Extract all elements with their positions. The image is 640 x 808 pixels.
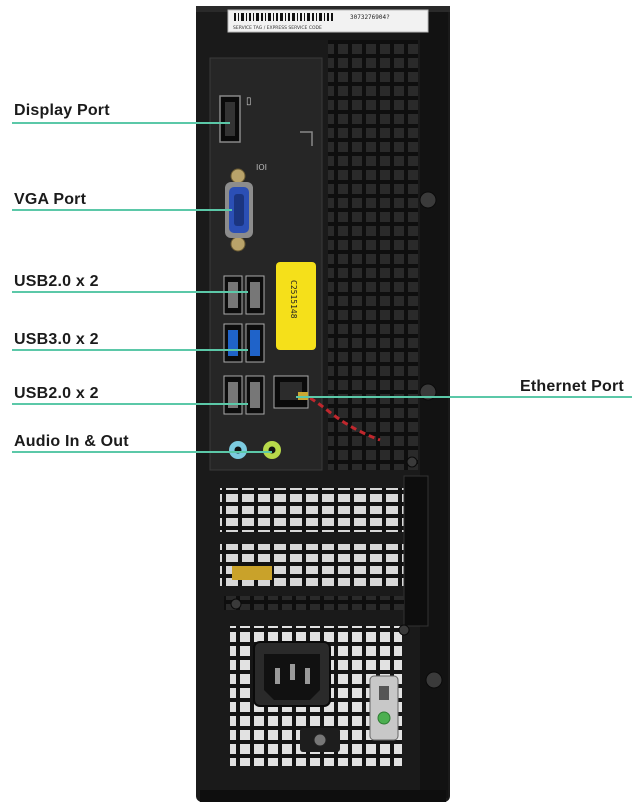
label-ethernet: Ethernet Port (520, 378, 624, 395)
usb30-ports (223, 323, 265, 363)
label-audio: Audio In & Out (14, 433, 129, 450)
display-port: ▯ (219, 95, 252, 143)
leader-usb20-bottom (12, 403, 248, 405)
leader-display-port (12, 122, 230, 124)
psu-test-module (369, 675, 399, 741)
leader-usb20-top (12, 291, 248, 293)
leader-ethernet (296, 396, 632, 398)
slot-yellow-component (232, 566, 272, 580)
yellow-sticker (276, 262, 316, 350)
psu-screw (313, 733, 327, 747)
serial-number-text: 3073276904? (350, 14, 390, 21)
internal-cable (309, 396, 381, 442)
power-socket (253, 641, 331, 707)
usb20-top-ports (223, 275, 265, 315)
expansion-slot-1 (220, 488, 410, 532)
label-usb20-bottom: USB2.0 x 2 (14, 385, 99, 402)
leader-audio (12, 451, 272, 453)
foot-bottom (200, 790, 446, 802)
label-display-port: Display Port (14, 102, 110, 119)
label-usb30: USB3.0 x 2 (14, 331, 99, 348)
top-edge (196, 6, 450, 12)
svg-text:▯: ▯ (246, 96, 252, 107)
slot-latch (403, 475, 429, 627)
chassis-screws (230, 191, 443, 689)
leader-vga-port (12, 209, 232, 211)
vga-port: IOI (225, 163, 267, 252)
chassis-right-rail (420, 10, 448, 798)
io-bracket-mark (300, 131, 313, 146)
label-vga-port: VGA Port (14, 191, 87, 208)
label-usb20-top: USB2.0 x 2 (14, 273, 99, 290)
barcode (234, 13, 333, 21)
lower-vent-strip (224, 596, 404, 610)
sticker-code: C2515148 (289, 280, 298, 319)
ethernet-port (273, 375, 309, 409)
svg-text:IOI: IOI (256, 163, 267, 172)
service-tag-text: SERVICE TAG / EXPRESS SERVICE CODE (233, 25, 322, 31)
rear-vent-grid (328, 40, 418, 470)
leader-usb30 (12, 349, 248, 351)
